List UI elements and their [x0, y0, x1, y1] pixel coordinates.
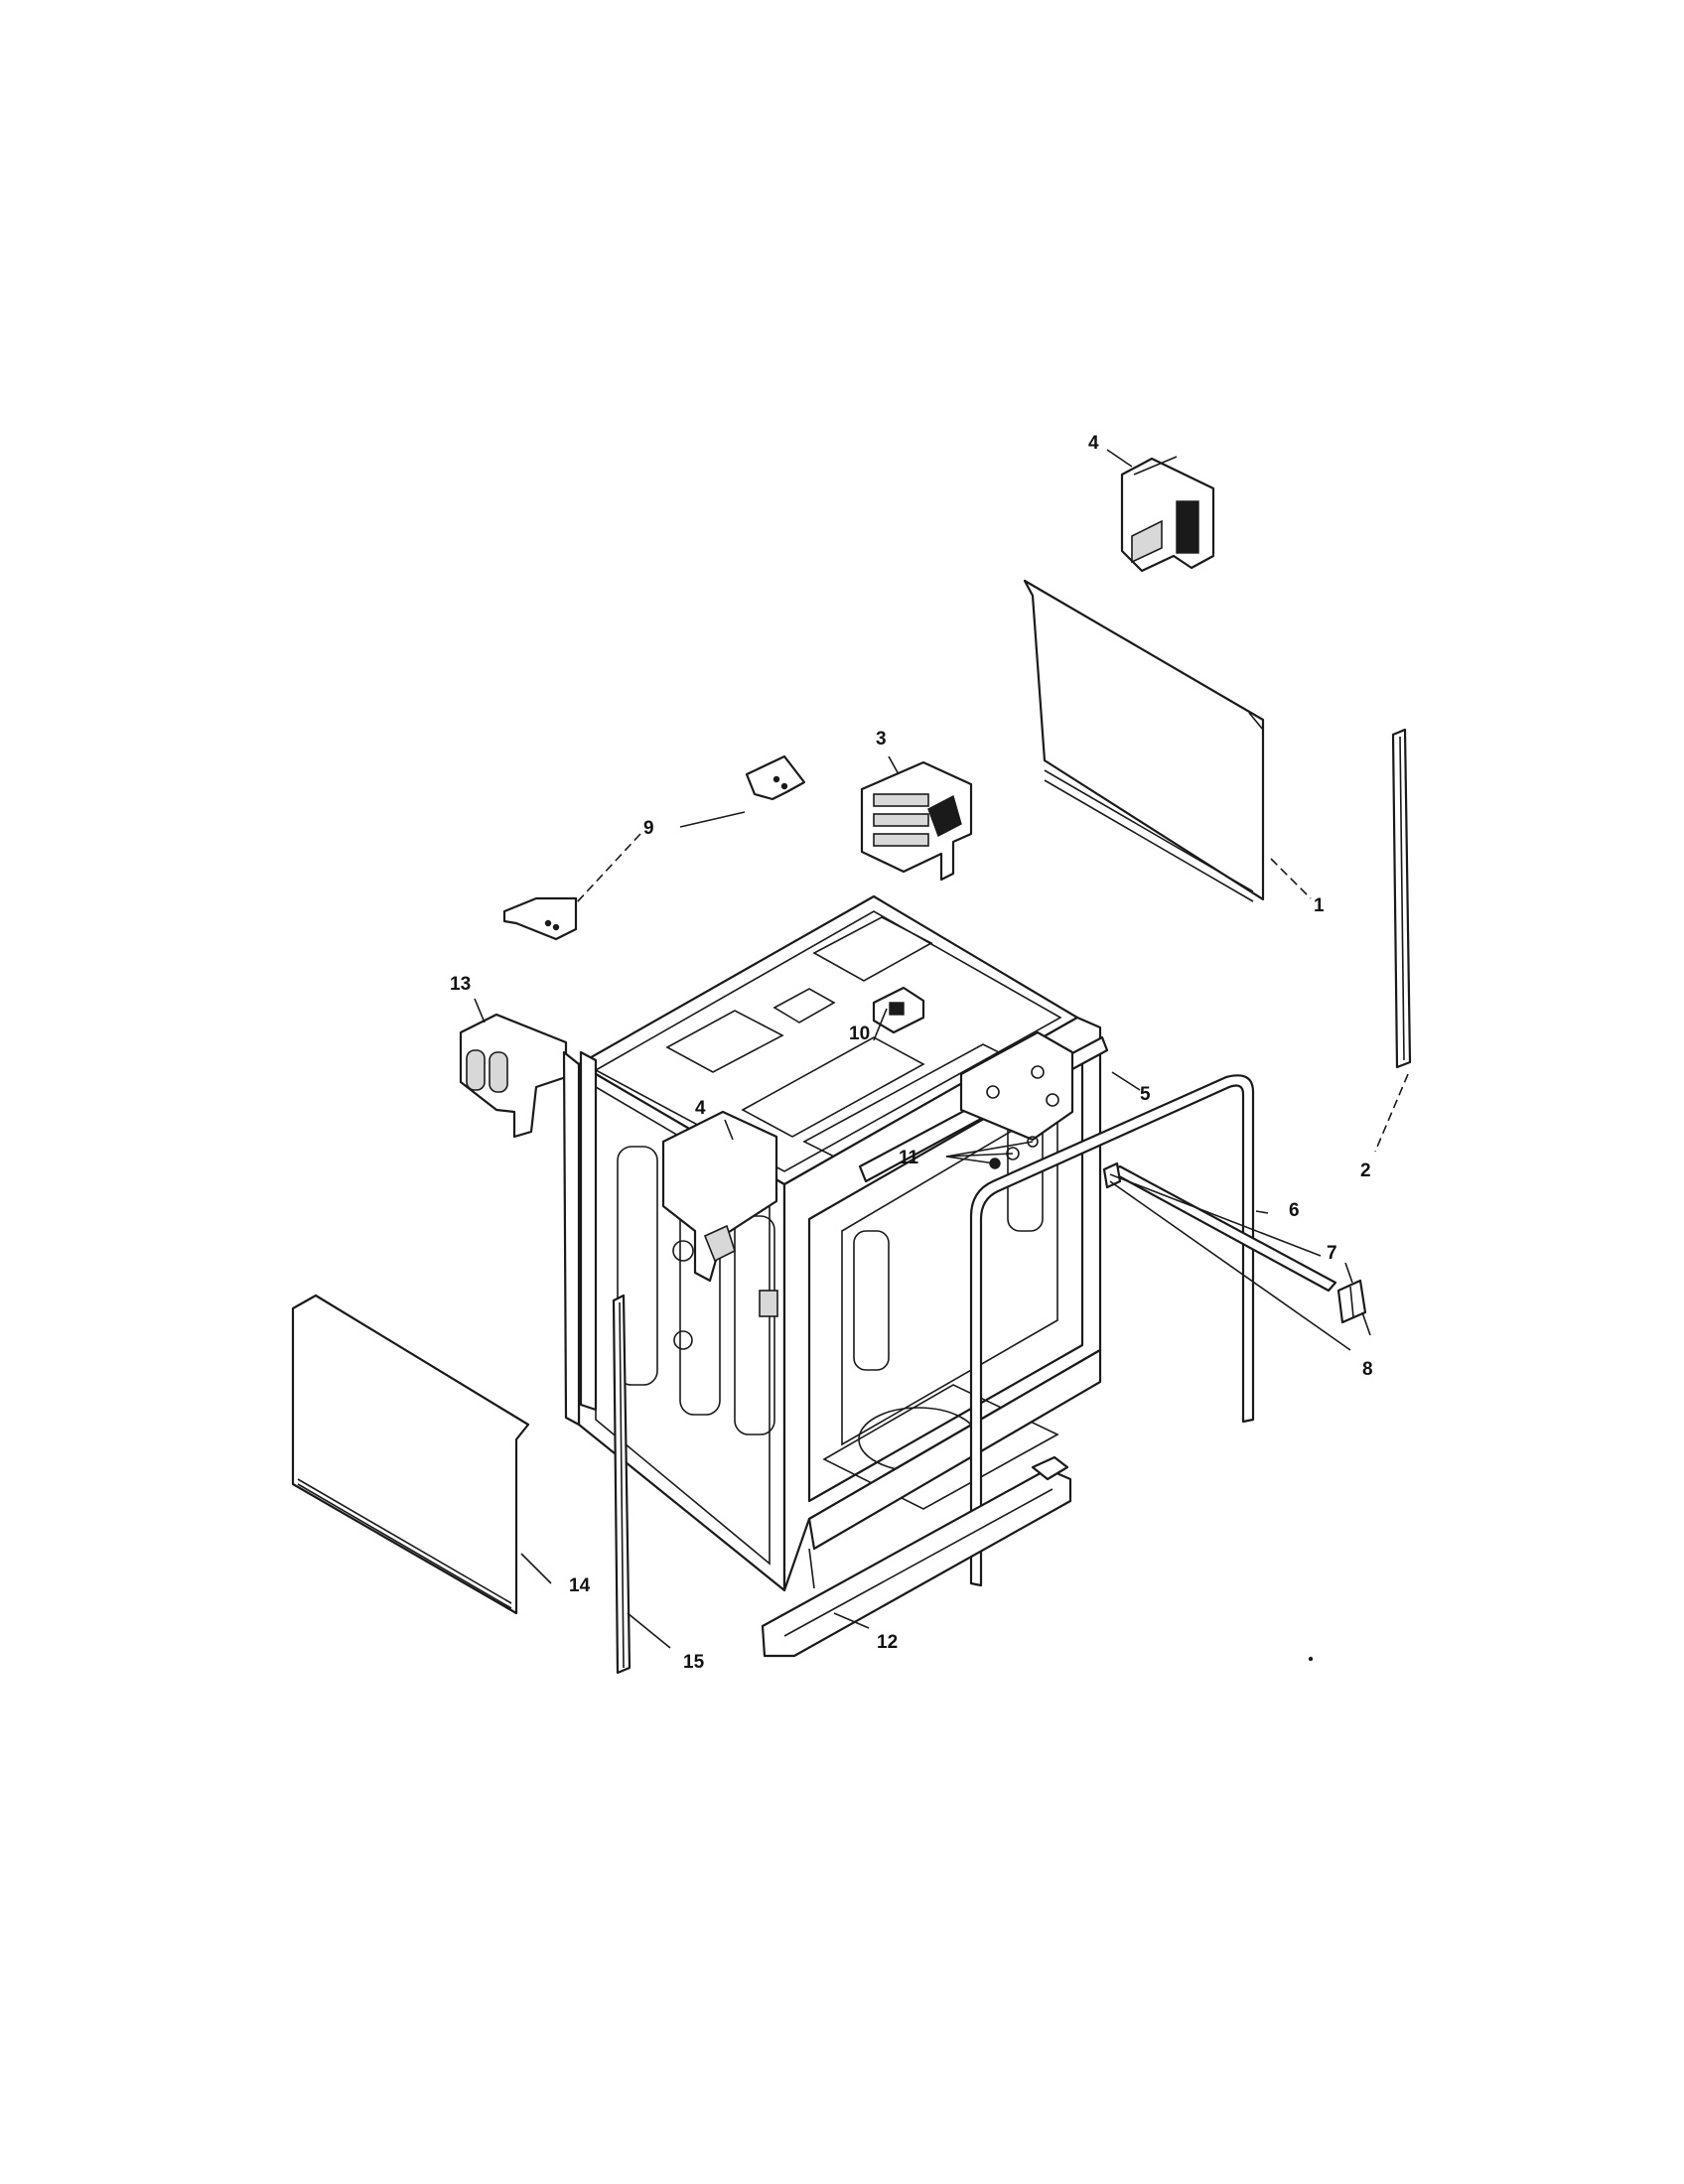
stray-dot [1308, 1656, 1314, 1662]
part-14-panel [291, 1294, 530, 1615]
part-7-rod [1102, 1161, 1337, 1293]
leader-lines [474, 449, 1409, 1649]
callout-7: 7 [1327, 1243, 1337, 1264]
callout-labels: 1 2 3 4 4 5 6 7 8 9 10 11 12 13 14 15 [450, 433, 1373, 1673]
callout-2: 2 [1360, 1160, 1371, 1181]
callout-13: 13 [450, 974, 471, 995]
callout-14: 14 [569, 1575, 591, 1596]
callout-4-right: 4 [1088, 433, 1099, 454]
callout-6: 6 [1289, 1200, 1300, 1221]
callout-4-left: 4 [695, 1098, 706, 1119]
part-6-seal [969, 1074, 1255, 1587]
part-9-bracket-upper [745, 754, 806, 801]
part-2-strip [1391, 728, 1412, 1069]
callout-1: 1 [1314, 895, 1325, 916]
callout-12: 12 [877, 1632, 898, 1653]
callout-9: 9 [643, 818, 654, 839]
callout-8: 8 [1362, 1359, 1373, 1380]
part-8-clip [1336, 1279, 1367, 1324]
callout-3: 3 [876, 729, 887, 750]
part-3-bracket [860, 760, 973, 882]
callout-5: 5 [1140, 1084, 1151, 1105]
part-1-panel [1023, 579, 1265, 902]
callout-10: 10 [849, 1024, 870, 1044]
part-9-bracket-lower [502, 896, 578, 941]
callout-11: 11 [899, 1148, 919, 1168]
part-15-strip [612, 1294, 632, 1675]
part-12-rail [761, 1455, 1072, 1658]
callout-15: 15 [683, 1652, 705, 1673]
part-4-bracket-right [1120, 456, 1215, 573]
part-13-bracket [459, 1013, 568, 1139]
